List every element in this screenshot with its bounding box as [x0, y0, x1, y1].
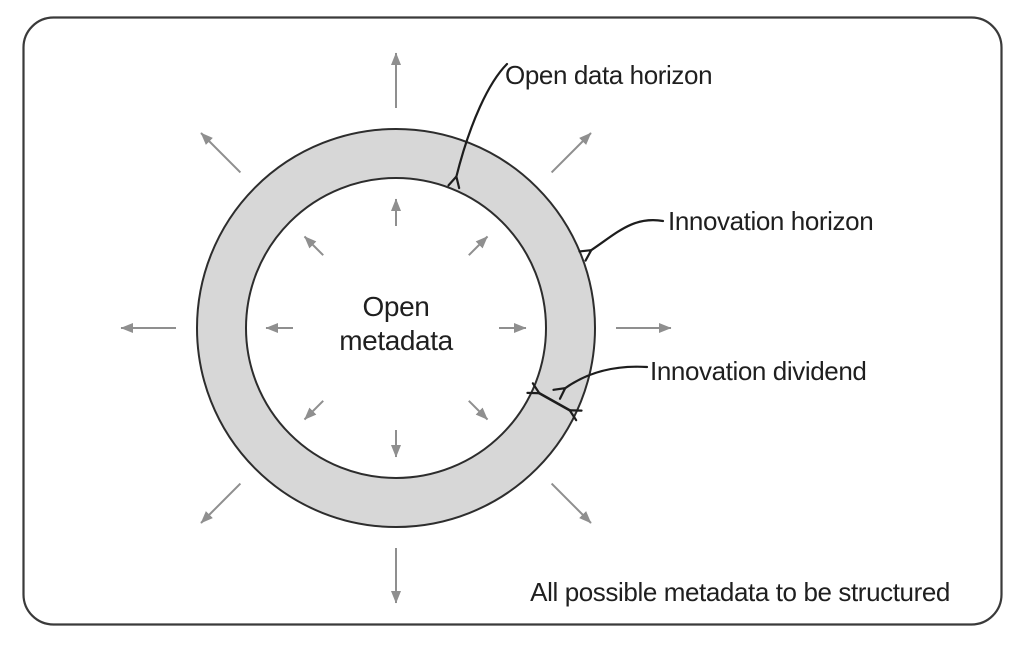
- outer-radiating-arrow-ne: [550, 132, 592, 174]
- inner-radiating-arrow-sw: [303, 400, 324, 421]
- center-label-line2: metadata: [339, 325, 453, 356]
- outer-radiating-arrow-se: [550, 482, 592, 524]
- innovation-dividend-label: Innovation dividend: [650, 356, 866, 386]
- caption-label: All possible metadata to be structured: [530, 577, 950, 607]
- inner-radiating-arrows: [265, 198, 527, 458]
- outer-radiating-arrow-nw: [200, 132, 242, 174]
- inner-radiating-arrow-nw: [303, 235, 324, 256]
- innovation-horizon-label: Innovation horizon: [668, 206, 873, 236]
- figure-border: [22, 16, 1003, 626]
- inner-radiating-arrow-se: [468, 400, 489, 421]
- outer-radiating-arrows: [120, 52, 672, 604]
- open-data-horizon-label: Open data horizon: [505, 60, 712, 90]
- innovation-dividend-span-arrow: [526, 382, 583, 422]
- inner-radiating-arrow-ne: [468, 235, 489, 256]
- innovation-horizon-pointer: [578, 219, 665, 262]
- outer-radiating-arrow-sw: [200, 482, 242, 524]
- open-data-horizon-pointer: [447, 62, 509, 190]
- center-label-line1: Open: [363, 291, 430, 322]
